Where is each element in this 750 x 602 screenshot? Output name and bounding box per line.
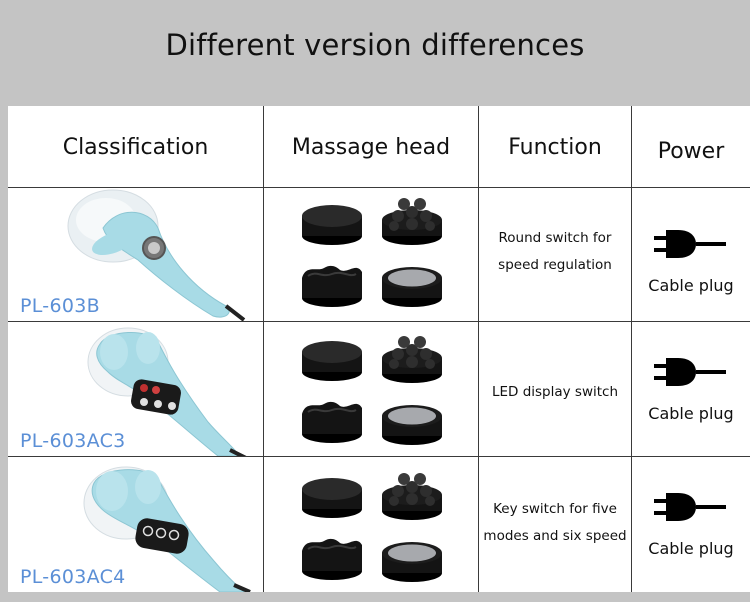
knobby-head-icon <box>382 336 442 383</box>
power-cell: Cable plug <box>632 457 750 592</box>
page-title: Different version differences <box>165 28 585 62</box>
classification-cell-pl-603ac3: PL-603AC3 <box>8 322 263 456</box>
massage-head-cell <box>264 322 478 456</box>
wave-head-icon <box>302 265 362 307</box>
header-massage-head: Massage head <box>291 134 451 160</box>
handheld-massager-icon <box>87 327 247 456</box>
massage-head-cell <box>264 188 478 321</box>
smooth-head-icon <box>302 341 362 381</box>
smooth-head-icon <box>302 478 362 518</box>
header-function: Function <box>508 134 602 160</box>
classification-cell-pl-603ac4: PL-603AC4 <box>8 457 263 592</box>
function-cell: Key switch for five modes and six speed <box>479 457 631 592</box>
power-label: Cable plug <box>648 404 734 423</box>
function-line: LED display switch <box>491 384 619 400</box>
wave-head-icon <box>302 401 362 443</box>
function-line: modes and six speed <box>483 528 627 544</box>
model-label: PL-603B <box>20 295 100 317</box>
comparison-table: Classification Massage head Function Pow… <box>8 106 750 592</box>
header-power: Power <box>657 138 725 164</box>
smooth-head-icon <box>302 205 362 245</box>
function-line: Key switch for five <box>493 501 617 517</box>
handheld-massager-icon <box>67 189 246 321</box>
classification-cell-pl-603b: PL-603B <box>8 188 263 321</box>
wave-head-icon <box>302 538 362 580</box>
power-cell: Cable plug <box>632 188 750 321</box>
power-plug-icon <box>654 230 726 258</box>
function-line: speed regulation <box>498 257 612 273</box>
model-label: PL-603AC3 <box>20 430 126 452</box>
handheld-massager-icon <box>83 466 251 592</box>
flat-pad-head-icon <box>382 405 442 445</box>
function-cell: LED display switch <box>479 322 631 456</box>
header-classification: Classification <box>62 134 209 160</box>
power-cell: Cable plug <box>632 322 750 456</box>
flat-pad-head-icon <box>382 542 442 582</box>
model-label: PL-603AC4 <box>20 566 126 588</box>
massage-head-cell <box>264 457 478 592</box>
function-cell: Round switch for speed regulation <box>479 188 631 321</box>
power-plug-icon <box>654 493 726 521</box>
knobby-head-icon <box>382 473 442 520</box>
power-label: Cable plug <box>648 539 734 558</box>
function-line: Round switch for <box>498 230 612 246</box>
table-grid <box>8 106 750 592</box>
power-label: Cable plug <box>648 276 734 295</box>
knobby-head-icon <box>382 198 442 245</box>
flat-pad-head-icon <box>382 267 442 307</box>
power-plug-icon <box>654 358 726 386</box>
